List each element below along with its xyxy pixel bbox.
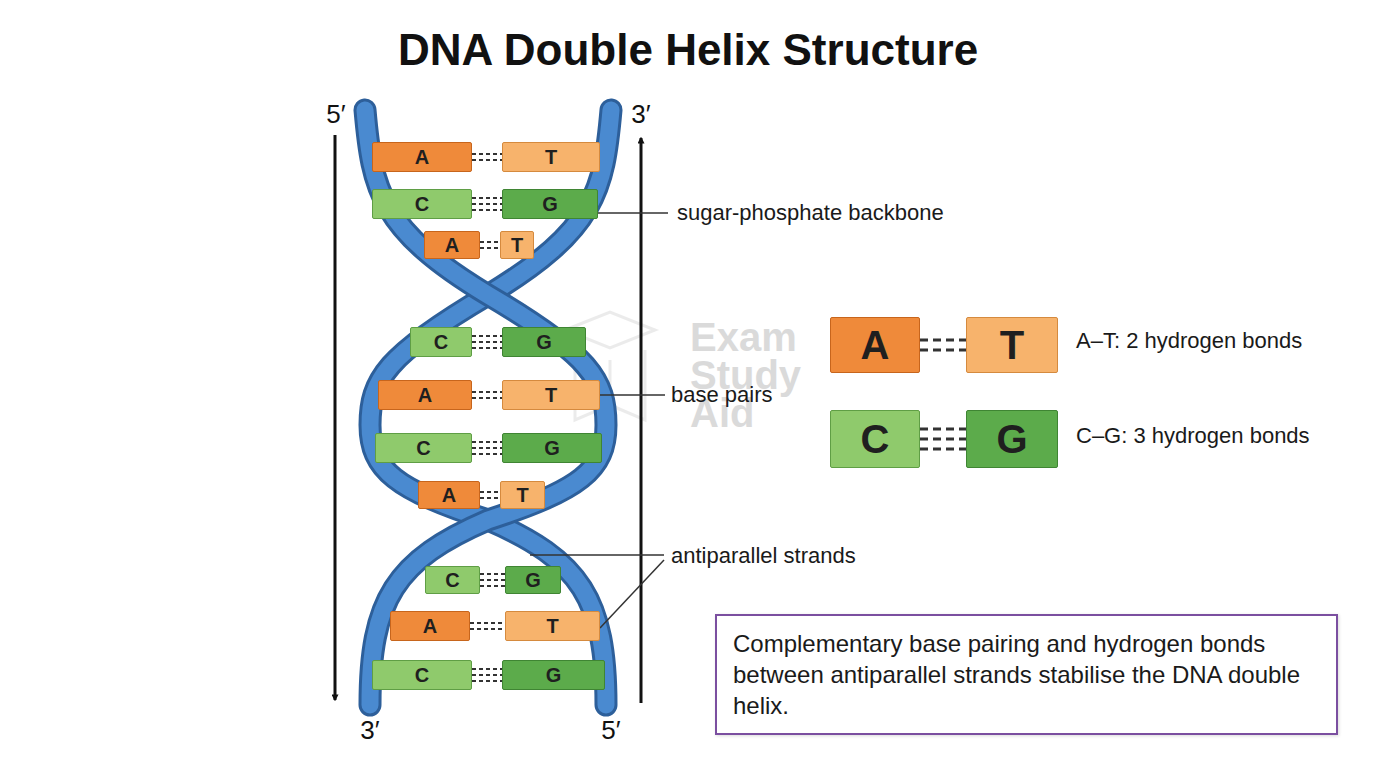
base-letter: G: [536, 331, 552, 354]
backbone-strand: [365, 110, 606, 705]
hydrogen-bond: [480, 242, 500, 248]
adenine-box: A: [372, 142, 472, 172]
base-letter: C: [434, 331, 448, 354]
callout-label: base pairs: [671, 382, 773, 408]
strand-end: 3′: [631, 99, 650, 130]
adenine-box: A: [390, 611, 470, 641]
base-letter: A: [445, 234, 459, 257]
base-letter: T: [545, 146, 557, 169]
thymine-box: T: [966, 317, 1058, 373]
base-letter: T: [516, 484, 528, 507]
thymine-box: T: [505, 611, 600, 641]
leader-line: [530, 554, 664, 556]
hydrogen-bond: [472, 154, 502, 160]
base-letter: C: [415, 193, 429, 216]
backbone-outline: [365, 110, 606, 705]
cytosine-box: C: [372, 660, 472, 690]
base-letter: T: [1000, 323, 1024, 368]
base-letter: G: [525, 569, 541, 592]
base-letter: C: [445, 569, 459, 592]
title: DNA Double Helix Structure: [398, 25, 978, 75]
adenine-box: A: [378, 380, 472, 410]
hydrogen-bond: [470, 623, 505, 629]
base-letter: G: [546, 664, 562, 687]
base-letter: T: [545, 384, 557, 407]
callout-label: antiparallel strands: [671, 543, 856, 569]
base-letter: G: [996, 417, 1027, 462]
base-letter: C: [416, 437, 430, 460]
strand-end: 5′: [601, 715, 620, 746]
guanine-box: G: [502, 189, 598, 219]
cytosine-box: C: [425, 566, 480, 594]
note-text: Complementary base pairing and hydrogen …: [733, 628, 1320, 722]
key-text: A–T: 2 hydrogen bonds: [1076, 328, 1302, 354]
key-text: C–G: 3 hydrogen bonds: [1076, 423, 1310, 449]
hydrogen-bond: [472, 198, 502, 210]
strand-end: 3′: [360, 715, 379, 746]
cytosine-box: C: [830, 410, 920, 468]
hydrogen-bond: [920, 429, 966, 449]
direction-arrow: [640, 138, 643, 703]
backbone-strand: [370, 110, 611, 705]
guanine-box: G: [966, 410, 1058, 468]
hydrogen-bond: [472, 669, 502, 681]
note-box: Complementary base pairing and hydrogen …: [715, 614, 1338, 735]
adenine-box: A: [830, 317, 920, 373]
base-letter: G: [542, 193, 558, 216]
cytosine-box: C: [372, 189, 472, 219]
base-letter: A: [423, 615, 437, 638]
hydrogen-bond: [480, 574, 505, 586]
thymine-box: T: [500, 481, 545, 509]
base-letter: C: [415, 664, 429, 687]
base-letter: A: [861, 323, 890, 368]
base-letter: A: [418, 384, 432, 407]
hydrogen-bond: [480, 492, 500, 498]
base-letter: T: [546, 615, 558, 638]
adenine-box: A: [418, 481, 480, 509]
guanine-box: G: [502, 660, 605, 690]
strand-end: 5′: [326, 99, 345, 130]
base-letter: A: [442, 484, 456, 507]
watermark: Exam Study Aid: [690, 318, 840, 432]
direction-arrow: [334, 135, 337, 700]
thymine-box: T: [500, 231, 534, 259]
base-letter: G: [544, 437, 560, 460]
adenine-box: A: [424, 231, 480, 259]
backbone: [365, 110, 611, 705]
cytosine-box: C: [410, 327, 472, 357]
hydrogen-bond: [472, 392, 502, 398]
hydrogen-bond: [920, 340, 966, 350]
thymine-box: T: [502, 380, 600, 410]
base-letter: T: [511, 234, 523, 257]
backbone-outline: [370, 110, 611, 705]
base-letter: A: [415, 146, 429, 169]
cytosine-box: C: [375, 433, 472, 463]
base-letter: C: [861, 417, 890, 462]
hydrogen-bond: [472, 442, 502, 454]
thymine-box: T: [502, 142, 600, 172]
callout-label: sugar-phosphate backbone: [677, 200, 944, 226]
guanine-box: G: [505, 566, 561, 594]
guanine-box: G: [502, 327, 586, 357]
hydrogen-bond: [472, 336, 502, 348]
guanine-box: G: [502, 433, 602, 463]
leader-line: [600, 560, 664, 628]
